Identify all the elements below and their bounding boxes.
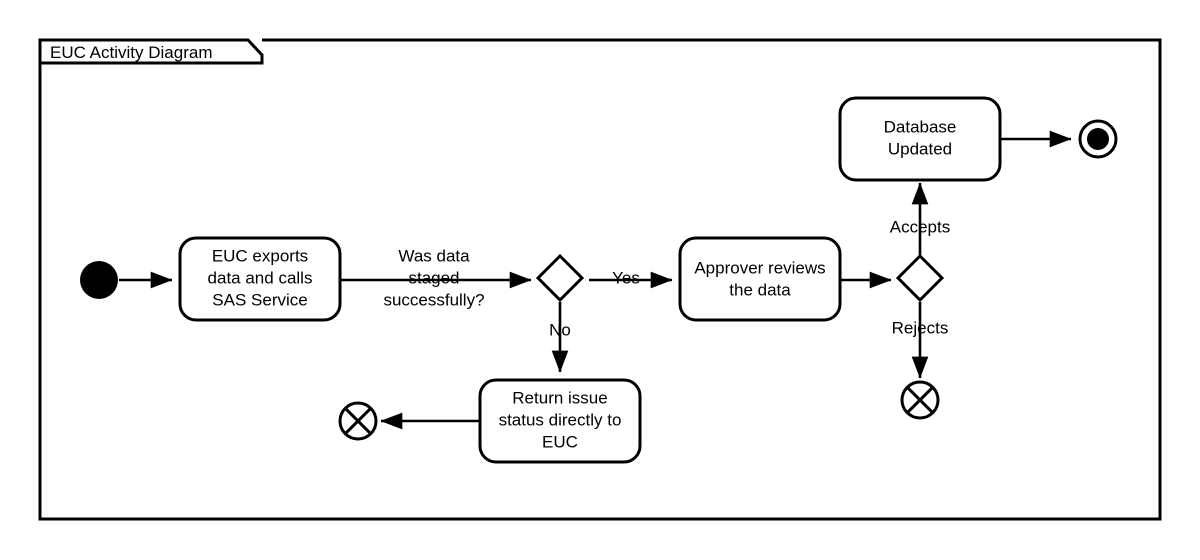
action-node-return-issue-line3: EUC (542, 432, 578, 451)
activity-final-node-dot (1087, 128, 1109, 150)
flow-final-node-right[interactable] (900, 380, 940, 420)
action-node-return-issue-shape[interactable] (478, 378, 642, 464)
guard-label-rejects: Rejects (892, 318, 949, 337)
decision-question-staged-line1: Was data (398, 246, 470, 265)
action-node-database-updated-line1: Database (884, 117, 957, 136)
action-node-approver-review-line2: the data (729, 280, 791, 299)
decision-question-staged: Was data staged successfully? (383, 246, 484, 309)
guard-label-accepts: Accepts (890, 217, 950, 236)
guard-label-yes: Yes (612, 268, 640, 287)
action-node-euc-export-shape[interactable] (178, 236, 342, 322)
action-node-euc-export-line3: SAS Service (212, 290, 307, 309)
flow-final-node-right-cross-2 (906, 386, 934, 414)
initial-node[interactable] (80, 261, 118, 299)
decision-question-staged-line3: successfully? (383, 290, 484, 309)
action-node-euc-export[interactable]: EUC exports data and calls SAS Service (178, 236, 342, 322)
action-node-return-issue-line1: Return issue (512, 388, 607, 407)
action-node-approver-review[interactable]: Approver reviews the data (678, 236, 842, 322)
action-node-database-updated-line2: Updated (888, 139, 952, 158)
frame-title-text: EUC Activity Diagram (50, 43, 212, 62)
action-node-euc-export-line2: data and calls (208, 268, 313, 287)
action-node-approver-review-shape[interactable] (678, 236, 842, 322)
action-node-database-updated[interactable]: Database Updated (838, 96, 1002, 182)
decision-node-approval[interactable] (895, 253, 945, 303)
decision-node-staged[interactable] (535, 253, 585, 303)
action-node-return-issue[interactable]: Return issue status directly to EUC (478, 378, 642, 464)
edges-layer (119, 130, 1072, 430)
decision-question-staged-line2: staged (408, 268, 459, 287)
action-node-euc-export-line1: EUC exports (212, 246, 308, 265)
frame-title-tab (38, 38, 264, 65)
action-node-approver-review-line1: Approver reviews (694, 258, 825, 277)
action-node-database-updated-shape[interactable] (838, 96, 1002, 182)
diagram-frame: EUC Activity Diagram (38, 38, 1162, 521)
flow-final-node-left[interactable] (338, 401, 378, 441)
frame-border (38, 38, 1162, 521)
flow-final-node-left-cross-2 (344, 407, 372, 435)
action-node-return-issue-line2: status directly to (499, 410, 622, 429)
guard-label-no: No (549, 320, 571, 339)
activity-final-node[interactable] (1078, 119, 1118, 159)
